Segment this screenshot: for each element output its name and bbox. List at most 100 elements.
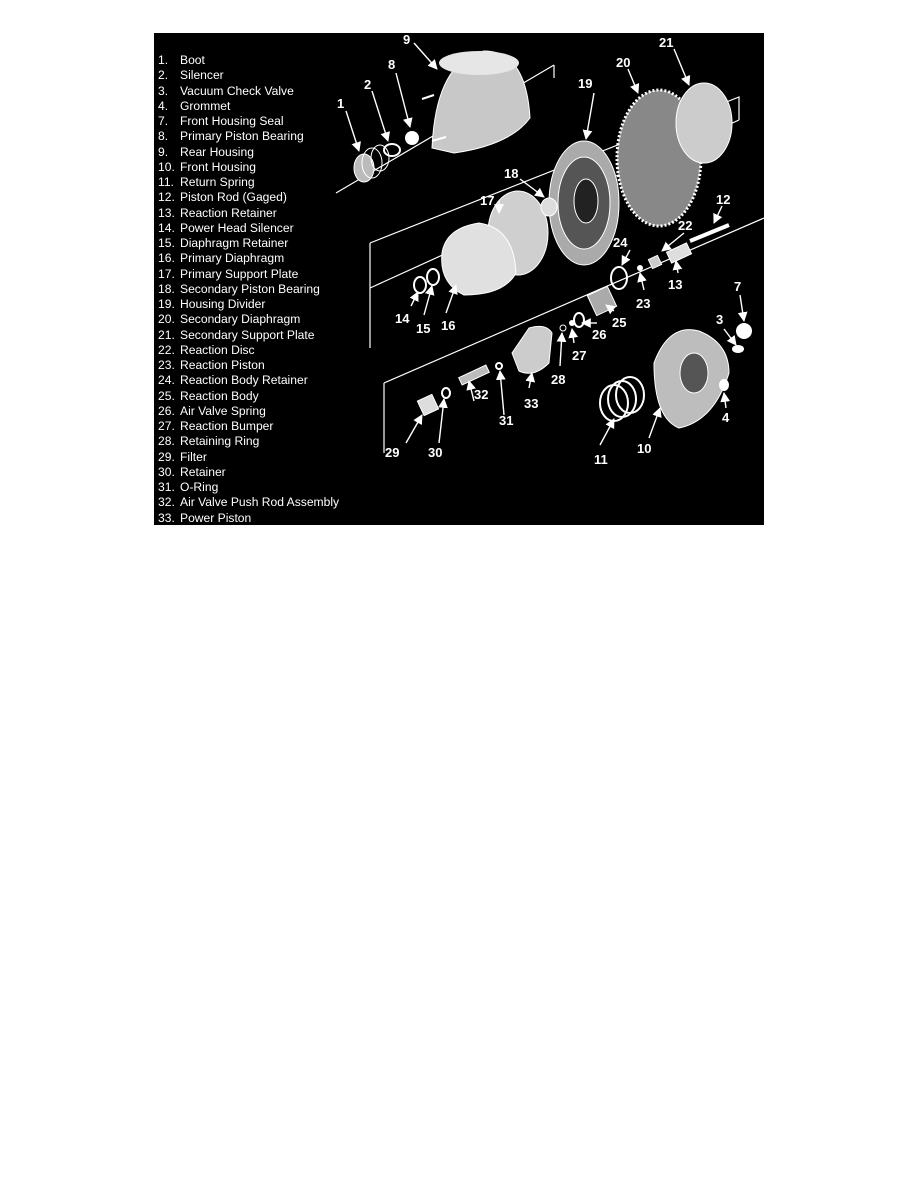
front-housing-part [653, 329, 730, 429]
power-head-silencer-part [413, 276, 427, 294]
callout-27: 27 [572, 348, 586, 363]
callout-labels: 1 2 8 9 19 20 21 17 18 14 15 16 12 22 24… [337, 33, 741, 467]
callout-12: 12 [716, 192, 730, 207]
legend-item-number: 15. [158, 236, 175, 250]
diaphragm-retainer-part [426, 268, 440, 286]
legend-item-label: Reaction Piston [180, 358, 265, 372]
legend-item: 13.Reaction Retainer [158, 206, 339, 221]
o-ring-part [495, 362, 503, 370]
legend-item-label: Secondary Support Plate [180, 327, 315, 342]
callout-22: 22 [678, 218, 692, 233]
legend-item-label: Front Housing [180, 159, 256, 174]
callout-16: 16 [441, 318, 455, 333]
callout-31: 31 [499, 413, 513, 428]
callout-8: 8 [388, 57, 395, 72]
legend-item: 28.Retaining Ring [158, 434, 339, 449]
legend-item: 30. Retainer [158, 465, 339, 480]
callout-28: 28 [551, 372, 565, 387]
air-valve-spring-part [573, 312, 585, 328]
legend-item-label: Piston Rod (Gaged) [180, 190, 287, 205]
legend-item: 17.Primary Support Plate [158, 267, 339, 282]
reaction-body-retainer-part [610, 266, 628, 290]
callout-11: 11 [594, 452, 608, 467]
air-valve-push-rod-part [458, 364, 490, 386]
callout-24: 24 [613, 235, 628, 250]
secondary-piston-bearing-part [540, 197, 558, 217]
reaction-retainer-part [665, 242, 693, 264]
reaction-body-part [586, 285, 618, 317]
legend-item: 9.Rear Housing [158, 145, 339, 160]
legend-item-number: 29. [158, 449, 175, 464]
legend-item: 25.Reaction Body [158, 389, 339, 404]
legend-item: 20.Secondary Diaphragm [158, 312, 339, 327]
legend-item-label: Air Valve Spring [180, 403, 266, 418]
legend-item: 3.Vacuum Check Valve [158, 84, 339, 99]
legend-item-number: 21. [158, 327, 175, 342]
legend-item: 32.Air Valve Push Rod Assembly [158, 495, 339, 510]
legend-item-label: Rear Housing [180, 144, 254, 159]
legend-item: 31.O-Ring [158, 480, 339, 495]
callout-23: 23 [636, 296, 650, 311]
legend-item: 7. Front Housing Seal [158, 114, 339, 129]
filter-retainer-part [441, 387, 451, 399]
leader-arrows [345, 42, 748, 446]
legend-item: 19. Housing Divider [158, 297, 339, 312]
legend-item-number: 27. [158, 419, 175, 433]
legend-item: 11.Return Spring [158, 175, 339, 190]
callout-10: 10 [637, 441, 651, 456]
legend-item-number: 16. [158, 251, 175, 266]
legend-item: 27.Reaction Bumper [158, 419, 339, 434]
legend-item-number: 31. [158, 480, 175, 494]
legend-item-label: Diaphragm Retainer [180, 236, 289, 250]
callout-15: 15 [416, 321, 430, 336]
callout-32: 32 [474, 387, 488, 402]
legend-item-number: 30. [158, 464, 175, 479]
legend-item-number: 7. [158, 114, 169, 128]
callout-7: 7 [734, 279, 741, 294]
legend-item-label: Grommet [180, 98, 231, 113]
callout-18: 18 [504, 166, 518, 181]
legend-item: 10.Front Housing [158, 160, 339, 175]
legend-item-number: 24. [158, 373, 175, 388]
legend-item-label: Retainer [180, 464, 226, 479]
legend-item-number: 19. [158, 297, 175, 311]
legend-item-number: 1. [158, 53, 169, 67]
legend-item: 8.Primary Piston Bearing [158, 129, 339, 144]
legend-item-label: Vacuum Check Valve [180, 83, 294, 98]
legend-item: 14.Power Head Silencer [158, 221, 339, 236]
callout-2: 2 [364, 77, 371, 92]
legend-item-number: 26. [158, 403, 175, 418]
legend-item: 18.Secondary Piston Bearing [158, 282, 339, 297]
legend-item-label: Housing Divider [180, 297, 266, 311]
legend-item-label: Air Valve Push Rod Assembly [180, 495, 340, 510]
legend-item-number: 28. [158, 434, 175, 449]
legend-item: 29. Filter [158, 450, 339, 465]
legend-item-label: Reaction Body [180, 388, 259, 403]
callout-17: 17 [480, 193, 494, 208]
legend-item-label: Front Housing Seal [180, 114, 284, 128]
reaction-piston-part [637, 265, 643, 271]
legend-item-label: Filter [180, 449, 207, 464]
callout-14: 14 [395, 311, 410, 326]
legend-item-label: Primary Piston Bearing [180, 129, 304, 144]
legend-item-label: Reaction Disc [180, 342, 255, 357]
callout-33: 33 [524, 396, 538, 411]
legend-item: 23.Reaction Piston [158, 358, 339, 373]
callout-19: 19 [578, 76, 592, 91]
legend-item-number: 11. [158, 175, 174, 189]
legend-item-number: 13. [158, 205, 175, 220]
grommet-part [719, 379, 729, 391]
legend-item: 2.Silencer [158, 68, 339, 83]
secondary-support-plate-part [675, 82, 733, 164]
legend-item-number: 4. [158, 98, 169, 113]
callout-20: 20 [616, 55, 630, 70]
boot-part [353, 144, 390, 183]
callout-21: 21 [659, 35, 673, 50]
callout-1: 1 [337, 96, 344, 111]
legend-item: 1.Boot [158, 53, 339, 68]
housing-divider-part [548, 140, 620, 266]
legend-item-label: Primary Diaphragm [180, 251, 285, 266]
legend-item-number: 20. [158, 312, 175, 327]
callout-25: 25 [612, 315, 626, 330]
